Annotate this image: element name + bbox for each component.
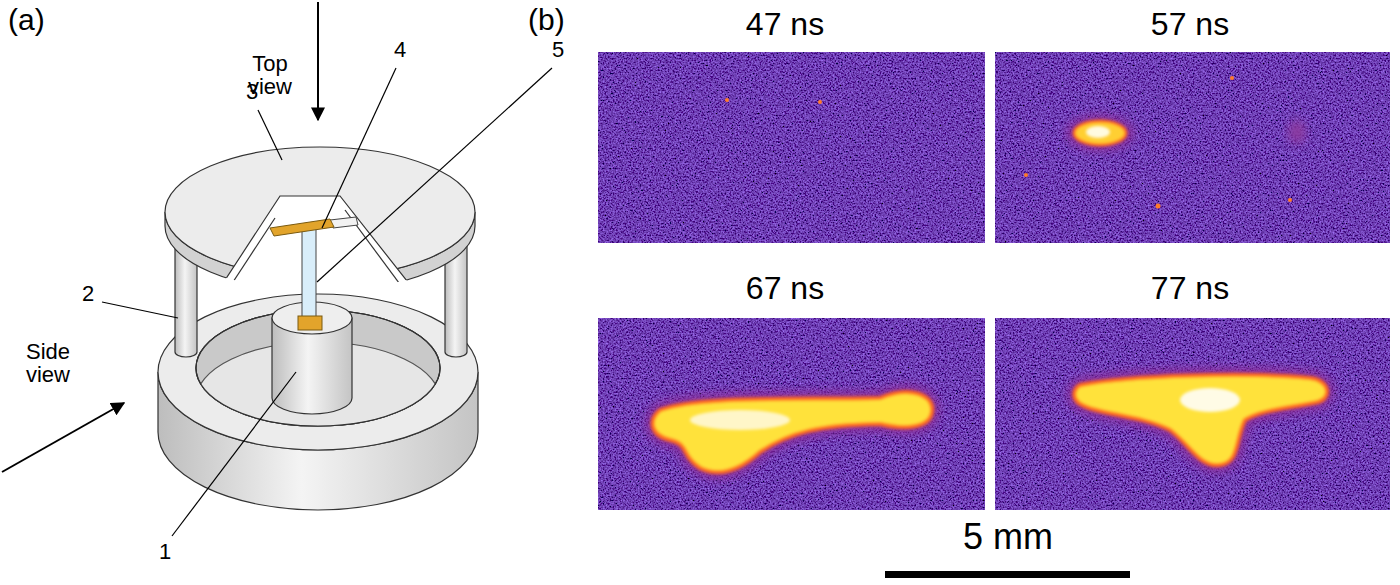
sample-strip: [270, 217, 358, 330]
discharge-glow: [1180, 388, 1240, 412]
camera-frame: [598, 318, 985, 510]
leader-line: [102, 302, 178, 318]
callout-number: 3: [246, 80, 258, 103]
discharge-glow: [1074, 375, 1327, 465]
callout-number: 2: [82, 282, 94, 305]
camera-frame: [598, 52, 985, 243]
panel-letter: (b): [528, 4, 565, 36]
speckle: [1288, 198, 1292, 202]
camera-frame: [995, 318, 1390, 510]
view-arrow: [2, 2, 318, 472]
time-label: 67 ns: [746, 272, 824, 306]
camera-frame: [995, 52, 1390, 243]
camera-frame: [598, 52, 985, 243]
discharge-glow: [690, 410, 790, 430]
discharge-glow: [1066, 115, 1306, 151]
base-ring: [158, 294, 478, 450]
discharge-glow: [653, 392, 933, 472]
speckle: [1024, 173, 1028, 177]
discharge-glow: [1086, 126, 1110, 138]
camera-frame: [598, 318, 985, 510]
panel-letter: (a): [8, 4, 45, 36]
view-arrow: [317, 2, 319, 120]
top-plate: [165, 147, 475, 291]
speckle: [818, 100, 822, 104]
discharge-glow: [1074, 375, 1327, 465]
top-plate: [165, 147, 475, 277]
leader-line: [172, 372, 296, 536]
base-ring: [158, 294, 478, 510]
discharge-glow: [653, 115, 1327, 472]
speckle: [1230, 76, 1234, 80]
plate-cut-edge: [212, 218, 275, 314]
discharge-glow: [653, 392, 933, 472]
camera-frame: [995, 52, 1390, 243]
callout-number: 1: [159, 540, 171, 563]
camera-frame: [995, 318, 1390, 510]
discharge-glow: [1074, 375, 1327, 465]
sample-strip: [298, 316, 322, 330]
discharge-glow: [1288, 120, 1306, 144]
view-arrow: [2, 403, 124, 472]
time-label: 77 ns: [1151, 272, 1229, 306]
discharge-glow: [653, 392, 933, 472]
leader-line: [322, 68, 396, 228]
plate-cut-edge: [212, 196, 422, 314]
camera-frame: [598, 52, 1390, 510]
speckle: [1156, 204, 1161, 209]
sample-strip: [302, 226, 316, 320]
view-label: Side view: [16, 340, 80, 386]
callout-number: 5: [552, 38, 564, 61]
leader-line: [258, 110, 282, 160]
discharge-glow: [1074, 121, 1126, 145]
callout-number: 4: [394, 38, 406, 61]
leader-line: [102, 68, 552, 536]
central-pillar: [272, 302, 352, 414]
plate-cut-edge: [212, 196, 422, 300]
scale-bar: [885, 571, 1130, 578]
time-label: 57 ns: [1151, 8, 1229, 42]
time-label: 47 ns: [746, 8, 824, 42]
scale-label: 5 mm: [963, 518, 1053, 556]
leader-line: [317, 68, 552, 282]
speckle: [725, 98, 729, 102]
speckle: [725, 76, 1292, 209]
base-ring: [196, 310, 440, 426]
discharge-glow: [1066, 115, 1134, 151]
